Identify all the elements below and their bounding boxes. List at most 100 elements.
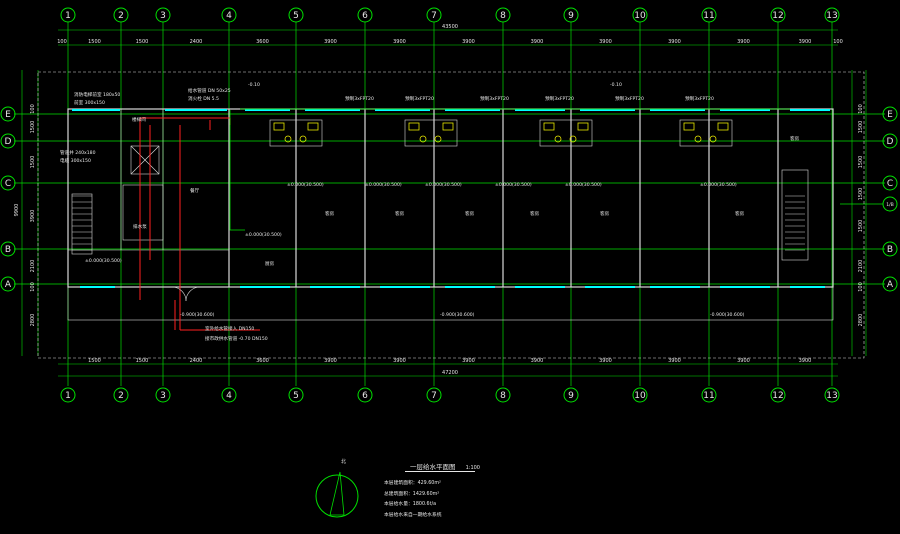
dim-text: 3900: [737, 358, 750, 364]
elevation-label: ±0.000(30.500): [495, 182, 532, 188]
axis-label: B: [887, 245, 893, 255]
note: 管道井 240x180: [60, 149, 96, 156]
notes-block: 本层建筑面积：429.60m² 总建筑面积：1429.60m² 本层给水量：18…: [384, 479, 442, 521]
note: 室外给水管接入 DN150: [205, 325, 254, 332]
note: 消火栓 DN 5.5: [188, 95, 219, 102]
title-text: 一层给水平面图: [410, 463, 456, 471]
dim-text: 43500: [442, 24, 458, 30]
elevation-label: ±0.000(30.500): [287, 182, 324, 188]
axis-label: 11: [703, 391, 714, 401]
bathroom-pod: [404, 119, 458, 147]
elevation-label: -0.10: [248, 82, 260, 88]
axis-label: 10: [634, 391, 646, 401]
elevation-label: ±0.000(30.500): [245, 232, 282, 238]
axis-bubble: [824, 7, 840, 23]
axis-label: D: [5, 137, 12, 147]
dim-text: 1500: [136, 39, 149, 45]
axis-label: 11: [703, 11, 714, 21]
outer-dashed-outline: [37, 71, 865, 359]
dim-text: 3900: [531, 39, 544, 45]
elevation-label: -0.10: [610, 82, 622, 88]
dim-text: 100: [833, 39, 843, 45]
sink: [273, 122, 285, 131]
axis-bubble: [426, 7, 442, 23]
axis-label: 13: [826, 11, 837, 21]
north-arrow-circle: [315, 474, 359, 518]
axis-bubble: [0, 276, 16, 292]
dim-text: 1500: [88, 358, 101, 364]
elevation-label: ±0.000(30.500): [565, 182, 602, 188]
axis-label: 4: [226, 391, 232, 401]
note-line: 本层给水来自一期给水系统: [384, 512, 442, 518]
axis-label: 5: [293, 11, 299, 21]
axis-label: 1: [65, 11, 71, 21]
elevation-label: -0.900(30.600): [440, 312, 475, 318]
axis-label: 7: [431, 11, 437, 21]
toilet: [434, 135, 442, 143]
axis-label: 5: [293, 391, 299, 401]
north-label: 北: [341, 459, 347, 465]
dim-text: 2800: [858, 314, 864, 327]
axis-bubble: [221, 387, 237, 403]
axis-label: 12: [772, 11, 783, 21]
room-label: 餐厅: [190, 187, 200, 194]
axis-bubble: [426, 387, 442, 403]
axis-label: C: [5, 179, 11, 189]
room-label: 客房: [395, 210, 405, 217]
axis-label: 9: [568, 11, 574, 21]
dim-text: 3900: [393, 358, 406, 364]
building-walls: [37, 71, 865, 359]
stair-right: [781, 169, 809, 261]
note: 电缆 300x150: [60, 157, 91, 164]
dim-text: 2100: [858, 260, 864, 273]
scale-text: 1:100: [465, 465, 480, 471]
axis-bubble: [0, 106, 16, 122]
note: 厨房: [265, 260, 275, 267]
toilet: [554, 135, 562, 143]
pump-room: [122, 184, 164, 241]
fpt-label: 预制3xFPT20: [615, 95, 644, 102]
dim-text: 1500: [30, 121, 36, 134]
axis-bubble: [495, 387, 511, 403]
dim-text: 1500: [858, 220, 864, 233]
note: 楼梯间: [132, 116, 146, 123]
dim-text: 3900: [799, 358, 812, 364]
fpt-label: 预制3xFPT20: [545, 95, 574, 102]
dim-text: 3900: [599, 39, 612, 45]
axis-bubble: [632, 7, 648, 23]
toilet: [709, 135, 717, 143]
axis-bubble: [288, 7, 304, 23]
toilet: [299, 135, 307, 143]
dim-text: 3900: [668, 358, 681, 364]
axis-bubble: [357, 387, 373, 403]
dim-text: 1500: [858, 156, 864, 169]
fpt-label: 预制3xFPT20: [480, 95, 509, 102]
axis-bubble: [882, 276, 898, 292]
room-label: 客房: [530, 210, 540, 217]
axis-bubble: [882, 241, 898, 257]
dim-text: 2400: [190, 39, 203, 45]
fpt-label: 预制3xFPT20: [345, 95, 374, 102]
axis-bubble: [0, 175, 16, 191]
axis-bubble: [113, 7, 129, 23]
axis-bubble: [357, 7, 373, 23]
note: 接市政供水管道 -0.70 DN150: [205, 335, 268, 342]
sink: [307, 122, 319, 131]
note: 消防电梯前室 180x50: [74, 91, 120, 98]
dim-text: 9900: [14, 204, 20, 217]
dim-text: 3900: [668, 39, 681, 45]
sink: [717, 122, 729, 131]
axis-label: 3: [160, 391, 166, 401]
dim-text: 100: [30, 104, 36, 114]
axis-label: B: [5, 245, 11, 255]
dim-text: 2800: [30, 314, 36, 327]
dim-text: 2100: [30, 260, 36, 273]
axis-label: 8: [500, 11, 506, 21]
dim-text: 3900: [30, 210, 36, 223]
axis-bubble: [0, 133, 16, 149]
axis-bubble: [882, 106, 898, 122]
fpt-label: 预制3xFPT20: [405, 95, 434, 102]
stair-left: [71, 193, 93, 255]
